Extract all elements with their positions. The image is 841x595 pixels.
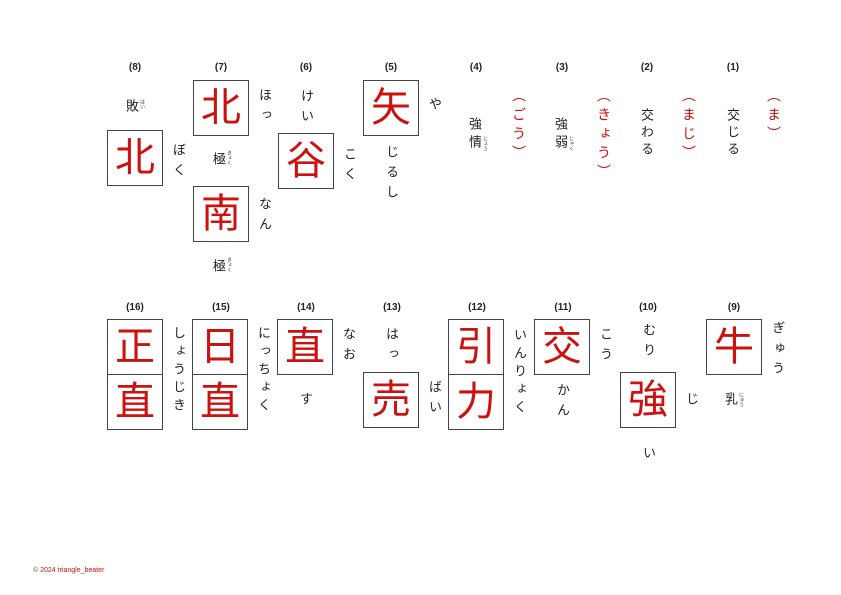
reading-side-5: や — [426, 97, 441, 117]
kanji-answer-16-top: 正 — [115, 324, 155, 370]
item-number-8: (8) — [128, 62, 142, 73]
item-number-2: (2) — [640, 62, 654, 73]
reading-side-16: しょうじき — [170, 326, 185, 416]
answer-box-12-bottom: 力 — [448, 374, 504, 430]
reading-side-15: にっちょく — [255, 326, 270, 416]
middle-ruby-7: きょく — [226, 150, 232, 165]
reading-top-7: ほっ — [256, 88, 271, 128]
reading-above-10: むり — [640, 323, 655, 363]
reading-side-13: ばい — [426, 380, 441, 420]
reading-side-12: いんりょく — [511, 328, 526, 418]
reading-above-13: はっ — [383, 327, 398, 367]
kanji-answer-10: 強 — [628, 377, 668, 423]
prompt-3-main: 強 — [552, 117, 567, 134]
reading-side-11: こう — [597, 327, 612, 367]
answer-box-8: 北 — [107, 130, 163, 186]
kanji-answer-13: 売 — [371, 377, 411, 423]
answer-box-6: 谷 — [278, 133, 334, 189]
prompt-1: 交じる — [724, 108, 739, 159]
copyright-text: 2024 triangle_beater — [40, 567, 105, 574]
kanji-answer-15-bottom: 直 — [200, 379, 240, 425]
reading-below-14: す — [297, 392, 312, 412]
answer-4: （ごう） — [510, 88, 526, 164]
answer-1: （ま） — [765, 88, 781, 145]
bottom-ruby-7: きょく — [226, 257, 232, 272]
item-number-9: (9) — [727, 302, 741, 313]
answer-box-13: 売 — [363, 372, 419, 428]
kanji-answer-15-top: 日 — [200, 324, 240, 370]
reading-side-9: ぎゅう — [769, 321, 784, 381]
word-below-9: 乳 — [722, 392, 737, 409]
answer-box-16-bottom: 直 — [107, 374, 163, 430]
item-number-12: (12) — [468, 302, 486, 313]
middle-word-7: 極 — [210, 152, 225, 169]
answer-box-9: 牛 — [706, 319, 762, 375]
answer-box-12-top: 引 — [448, 319, 504, 375]
item-number-6: (6) — [299, 62, 313, 73]
item-number-13: (13) — [383, 302, 401, 313]
copyright-notice: © 2024 triangle_beater — [33, 567, 104, 574]
prompt-2: 交わる — [638, 108, 653, 159]
item-number-3: (3) — [555, 62, 569, 73]
answer-2: （まじ） — [680, 88, 696, 164]
kanji-answer-11: 交 — [542, 324, 582, 370]
prompt-3-ruby: じゃく — [568, 136, 574, 151]
prompt-4-rest: 情 — [466, 135, 481, 152]
kanji-answer-8: 北 — [115, 135, 155, 181]
reading-side-6: こく — [341, 147, 356, 187]
item-number-10: (10) — [639, 302, 657, 313]
copyright-icon: © — [33, 567, 39, 574]
word-8: 敗 — [123, 99, 138, 116]
answer-box-7-bottom: 南 — [193, 186, 249, 242]
item-number-16: (16) — [126, 302, 144, 313]
item-number-4: (4) — [469, 62, 483, 73]
word-ruby-8: はい — [139, 99, 145, 109]
reading-side-10: じ — [683, 392, 698, 412]
reading-above-6: けい — [298, 89, 313, 129]
prompt-4-ruby: じょう — [482, 136, 488, 151]
reading-side-8: ぼく — [170, 143, 185, 183]
answer-box-14: 直 — [277, 319, 333, 375]
item-number-14: (14) — [297, 302, 315, 313]
reading-below-11: かん — [554, 383, 569, 423]
item-number-15: (15) — [212, 302, 230, 313]
item-number-7: (7) — [214, 62, 228, 73]
reading-bottom-7: なん — [256, 197, 271, 237]
answer-box-11: 交 — [534, 319, 590, 375]
kanji-answer-6: 谷 — [286, 138, 326, 184]
kanji-answer-12-top: 引 — [456, 324, 496, 370]
answer-box-10: 強 — [620, 372, 676, 428]
answer-box-15-top: 日 — [192, 319, 248, 375]
item-number-5: (5) — [384, 62, 398, 73]
reading-side-14: なお — [340, 327, 355, 367]
answer-box-5: 矢 — [363, 80, 419, 136]
word-ruby-9: にゅう — [738, 392, 744, 407]
kanji-answer-14: 直 — [285, 324, 325, 370]
answer-box-16-top: 正 — [107, 319, 163, 375]
kanji-answer-9: 牛 — [714, 324, 754, 370]
answer-box-7-top: 北 — [193, 80, 249, 136]
prompt-3-rest: 弱 — [552, 135, 567, 152]
kanji-answer-7-bottom: 南 — [201, 191, 241, 237]
kanji-answer-5: 矢 — [371, 85, 411, 131]
answer-3: （きょう） — [595, 88, 611, 183]
kanji-answer-16-bottom: 直 — [115, 379, 155, 425]
kanji-answer-7-top: 北 — [201, 85, 241, 131]
item-number-11: (11) — [554, 302, 572, 313]
prompt-4-main: 強 — [466, 117, 481, 134]
item-number-1: (1) — [726, 62, 740, 73]
kanji-answer-12-bottom: 力 — [456, 379, 496, 425]
reading-below-5: じるし — [383, 145, 398, 205]
answer-box-15-bottom: 直 — [192, 374, 248, 430]
bottom-word-7: 極 — [210, 259, 225, 276]
reading-below-10: い — [640, 446, 655, 466]
